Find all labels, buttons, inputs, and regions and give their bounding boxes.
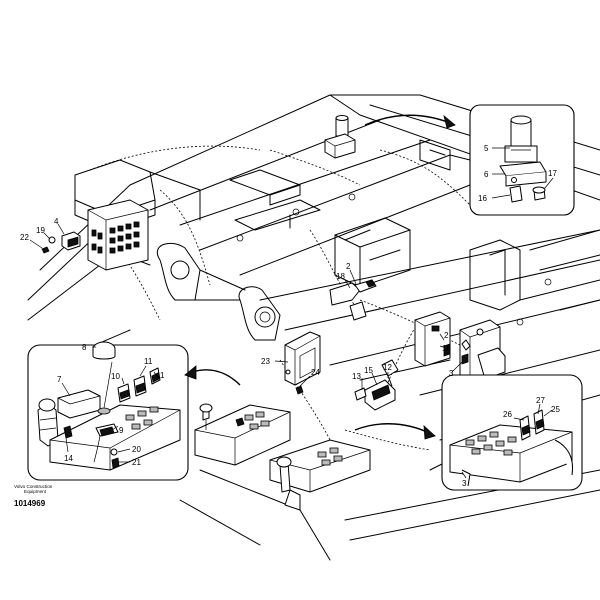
- callout-arrows: [184, 114, 456, 440]
- label-part-20: 20: [132, 445, 141, 454]
- label-part-2-right: 2: [444, 331, 449, 340]
- switch-group-12-15: [354, 359, 399, 411]
- label-part-6: 6: [484, 170, 489, 179]
- label-part-11: 11: [144, 357, 153, 366]
- leader-lines: [29, 147, 554, 479]
- sensor-18-assembly: [329, 279, 377, 321]
- label-part-3-callout: 3: [462, 479, 467, 488]
- label-part-5: 5: [484, 144, 489, 153]
- detail-callout-right-console: [441, 374, 583, 491]
- label-part-18-right: 18: [442, 344, 451, 353]
- label-part-13: 13: [352, 372, 361, 381]
- label-part-12: 12: [383, 363, 392, 372]
- valve-block: [414, 311, 506, 383]
- label-part-14: 14: [64, 454, 73, 463]
- label-part-22: 22: [20, 233, 29, 242]
- detail-callout-left-console: [27, 341, 189, 481]
- label-part-25: 25: [551, 405, 560, 414]
- controller-23: [284, 331, 321, 395]
- label-part-8: 8: [82, 343, 87, 352]
- brand-block: Volvo Construction Equipment 1014969: [14, 484, 53, 508]
- document-number: 1014969: [14, 499, 46, 508]
- label-part-15: 15: [364, 366, 373, 375]
- label-part-17: 17: [548, 169, 557, 178]
- label-part-2-center: 2: [346, 262, 351, 271]
- label-part-27: 27: [536, 396, 545, 405]
- label-part-1: 1: [160, 371, 165, 380]
- label-part-24: 24: [311, 368, 320, 377]
- relay-panel: [41, 199, 149, 271]
- label-part-7: 7: [57, 375, 62, 384]
- label-part-19: 19: [36, 226, 45, 235]
- label-part-16: 16: [478, 194, 487, 203]
- brand-line-1: Volvo Construction: [14, 484, 53, 489]
- label-part-26: 26: [503, 410, 512, 419]
- right-console: [269, 439, 371, 511]
- label-part-9: 9: [119, 426, 124, 435]
- label-part-18-center: 18: [336, 272, 345, 281]
- brand-line-2: Equipment: [24, 489, 47, 494]
- pressure-switch-top: [324, 115, 356, 159]
- label-part-4: 4: [54, 217, 59, 226]
- detail-callout-pressure-switch: [469, 104, 575, 216]
- label-part-21: 21: [132, 458, 141, 467]
- label-part-23: 23: [261, 357, 270, 366]
- label-part-3-right: 3: [449, 369, 454, 378]
- part-number-labels: 5 6 16 17 4 19 22 2 18 2 18 3 23 24 13 1…: [20, 144, 560, 488]
- left-console: [194, 403, 291, 466]
- label-part-10: 10: [111, 372, 120, 381]
